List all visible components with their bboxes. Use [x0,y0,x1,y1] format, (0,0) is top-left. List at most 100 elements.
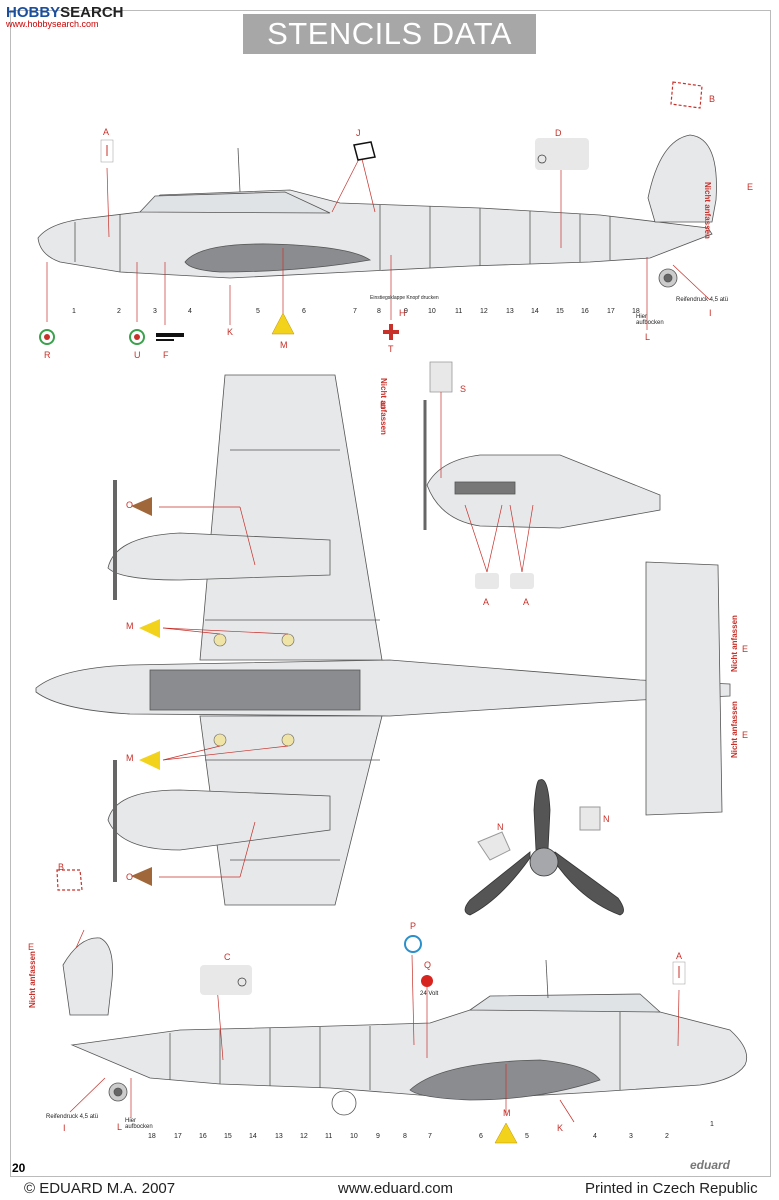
voltage-label: 24 Volt [420,991,439,997]
station-number: 15 [224,1133,232,1140]
callout-M-bottom: M [503,1108,511,1118]
callout-R-top: R [44,350,51,360]
footer-website: www.eduard.com [338,1180,454,1197]
tyre-pressure-label: Reifendruck 4,5 atü [676,297,729,303]
callout-A-bottom: A [676,951,683,961]
station-number: 5 [256,308,260,315]
station-number: 10 [428,308,436,315]
plan-view [35,374,731,906]
callout-E-bottom: E [28,942,35,952]
station-number: 14 [531,308,539,315]
callout-O-plan-2: O [126,872,134,882]
callout-L-top: L [645,332,651,342]
callout-F-top: F [163,350,169,360]
station-number: 10 [350,1133,358,1140]
entry-label: Einstiegsklappe Knopf drucken [370,295,439,301]
station-number: 11 [325,1133,333,1140]
jack-point-label: Hier aufbocken [125,1118,153,1130]
callout-D-top: D [555,128,562,138]
station-number: 11 [455,308,463,315]
side-view-bottom [62,937,748,1116]
callout-K-bottom: K [557,1123,564,1133]
station-number: 3 [629,1133,633,1140]
station-number: 12 [300,1133,308,1140]
jack-point-label: Hier aufbocken [636,314,664,326]
stencil-icons-plan [131,497,295,886]
nicht-anfassen-label: Nicht anfassen [703,182,712,239]
station-number: 18 [632,308,640,315]
station-number: 8 [403,1133,407,1140]
watermark-url: www.hobbysearch.com [6,19,99,29]
callout-T-top: T [388,344,394,354]
callout-B-top: B [709,94,716,104]
station-number: 16 [199,1133,207,1140]
stencil-icons-top [39,81,703,345]
station-number: 16 [581,308,589,315]
station-number: 7 [353,308,357,315]
callout-E-plan-3: E [742,730,749,740]
nicht-anfassen-label: Nicht anfassen [379,378,388,435]
station-number: 14 [249,1133,257,1140]
engine-detail-view [423,361,661,530]
callout-M-plan-2: M [126,753,134,763]
station-number: 1 [72,308,76,315]
callout-M-plan-1: M [126,621,134,631]
stencil-icons-bottom [56,869,686,1144]
watermark-logo: HOBBYSEARCH www.hobbysearch.com [6,4,124,29]
watermark-text: SEARCH [60,4,124,21]
station-number: 7 [428,1133,432,1140]
callout-I-bottom: I [63,1123,66,1133]
callout-N-plan-1: N [497,822,504,832]
station-number: 9 [376,1133,380,1140]
station-number: 5 [525,1133,529,1140]
callout-E-top: E [747,182,754,192]
propeller-detail [464,779,624,916]
callout-U-top: U [134,350,141,360]
callout-A-plan-2: A [523,597,530,607]
nicht-anfassen-label: Nicht anfassen [730,615,739,672]
tyre-pressure-label: Reifendruck 4,5 atü [46,1114,99,1120]
callout-C-bottom: C [224,952,231,962]
callout-M-top: M [280,340,288,350]
station-number: 17 [174,1133,182,1140]
footer-copyright: © EDUARD M.A. 2007 [24,1180,176,1197]
station-number: 13 [506,308,514,315]
side-view-top [37,134,717,288]
callout-E-plan-2: E [742,644,749,654]
watermark-prefix: HOBBY [6,4,61,21]
callout-K-top: K [227,327,234,337]
callout-N-plan-2: N [603,814,610,824]
callout-B-bottom: B [58,862,65,872]
station-number: 15 [556,308,564,315]
station-number: 6 [302,308,306,315]
station-number: 1 [710,1121,714,1128]
station-number: 8 [377,308,381,315]
callout-I-top: I [709,308,712,318]
page-title: STENCILS DATA [243,14,536,54]
station-number: 3 [153,308,157,315]
callout-A-top: A [103,127,110,137]
station-number: 2 [117,308,121,315]
callout-H-top: H [399,308,406,318]
callout-S-plan: S [460,384,467,394]
callout-E-plan-1: E [380,400,387,410]
station-number: 13 [275,1133,283,1140]
callout-A-plan-1: A [483,597,490,607]
brand-logo: eduard [690,1158,731,1172]
callout-L-bottom: L [117,1122,123,1132]
station-number: 6 [479,1133,483,1140]
station-number: 4 [188,308,192,315]
station-number: 17 [607,308,615,315]
page-number: 20 [12,1161,26,1175]
nicht-anfassen-label: Nicht anfassen [28,951,37,1008]
nicht-anfassen-label: Nicht anfassen [730,701,739,758]
station-number: 18 [148,1133,156,1140]
station-number: 4 [593,1133,597,1140]
station-number: 2 [665,1133,669,1140]
callout-J-top: J [356,128,361,138]
callout-Q-bottom: Q [424,960,432,970]
station-number: 12 [480,308,488,315]
callout-O-plan-1: O [126,500,134,510]
callout-P-bottom: P [410,921,417,931]
